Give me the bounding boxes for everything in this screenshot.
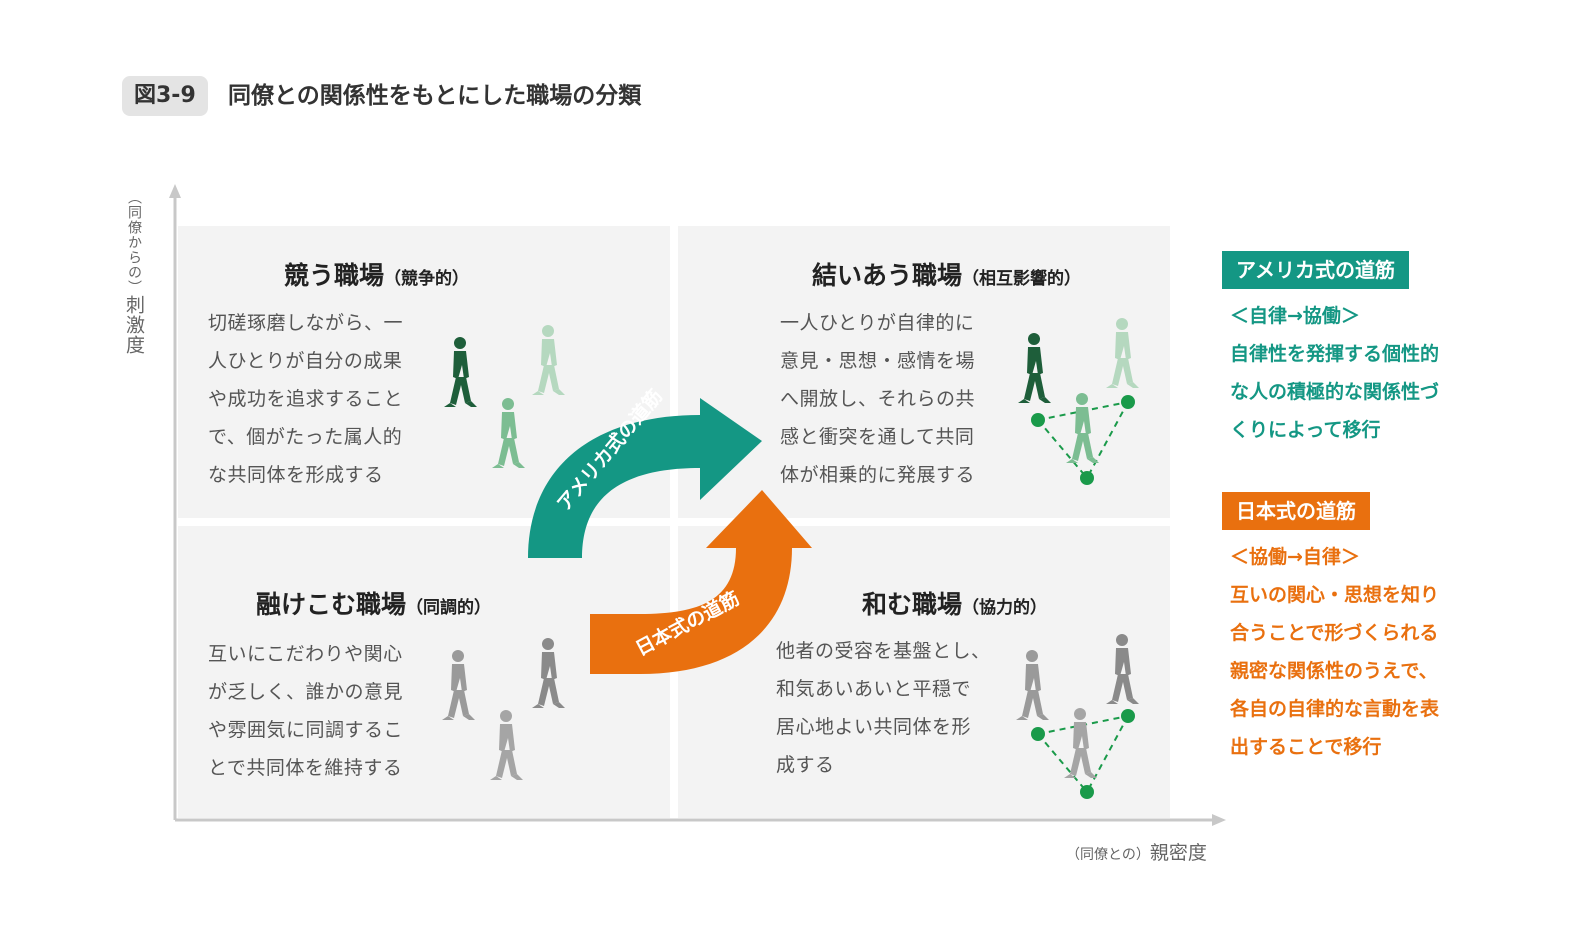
y-axis-arrowhead <box>169 184 181 198</box>
network-node <box>1031 413 1045 427</box>
x-axis-label-main: 親密度 <box>1149 842 1207 864</box>
quadrant-title-conformist: 融けこむ職場（同調的） <box>256 585 491 621</box>
american-path-arrow <box>528 398 762 558</box>
figure-label: 図3-9 <box>122 76 208 116</box>
network-node <box>1031 727 1045 741</box>
walker-figure-icon <box>442 650 475 720</box>
walker-figure-icon <box>1066 393 1099 463</box>
japanese-path-arrow <box>590 490 812 674</box>
quadrant-description-competitive: 切磋琢磨しながら、一 人ひとりが自分の成果 や成功を追求すること で、個がたった… <box>208 312 404 486</box>
legend-japanese-tag: 日本式の道筋 <box>1222 492 1370 530</box>
walker-figure-icon <box>1018 333 1051 403</box>
quadrant-description-cooperative: 他者の受容を基盤とし、 和気あいあいと平穏で 居心地よい共同体を形 成する <box>776 640 991 776</box>
x-axis-label-paren: （同僚との） <box>1066 847 1150 863</box>
legend-american-tag: アメリカ式の道筋 <box>1222 251 1409 289</box>
walker-figure-icon <box>532 638 565 708</box>
y-axis-label-main: 刺激度 <box>123 295 145 355</box>
legend-japanese-description: ＜協働→自律＞ 互いの関心・思想を知り 合うことで形づくられる 親密な関係性のう… <box>1230 546 1440 758</box>
network-node <box>1121 395 1135 409</box>
quadrant-subtitle: （相互影響的） <box>962 269 1082 289</box>
figure-title: 同僚との関係性をもとにした職場の分類 <box>228 83 642 109</box>
quadrant-mutual-influence <box>678 226 1170 518</box>
quadrant-title-text: 競う職場 <box>284 261 385 290</box>
quadrant-conformist <box>178 526 670 818</box>
walker-figure-icon <box>1016 650 1049 720</box>
walker-figure-icon <box>1106 318 1139 388</box>
network-node <box>1080 785 1094 799</box>
walker-figure-icon <box>444 337 477 407</box>
walker-figure-icon <box>492 398 525 468</box>
quadrant-title-text: 融けこむ職場 <box>256 590 407 619</box>
x-axis-label: （同僚との）親密度 <box>1066 838 1207 865</box>
y-axis-label-paren: （同僚からの） <box>126 190 142 295</box>
network-node <box>1121 709 1135 723</box>
legend-american-description: ＜自律→協働＞ 自律性を発揮する個性的 な人の積極的な関係性づ くりによって移行 <box>1230 305 1440 441</box>
quadrant-description-mutual-influence: 一人ひとりが自律的に 意見・思想・感情を場 へ開放し、それらの共 感と衝突を通し… <box>780 312 976 486</box>
x-axis-arrowhead <box>1212 814 1226 826</box>
quadrant-subtitle: （競争的） <box>384 269 470 289</box>
quadrant-title-competitive: 競う職場（競争的） <box>284 256 469 292</box>
walker-figure-icon <box>490 710 523 780</box>
quadrant-description-conformist: 互いにこだわりや関心 が乏しく、誰かの意見 や雰囲気に同調するこ とで共同体を維… <box>208 643 404 779</box>
walker-figure-icon <box>532 325 565 395</box>
quadrant-title-cooperative: 和む職場（協力的） <box>862 585 1047 621</box>
walker-figure-icon <box>1064 708 1097 778</box>
walker-figure-icon <box>1106 634 1139 704</box>
y-axis-label: （同僚からの）刺激度 <box>123 190 148 355</box>
network-node <box>1080 471 1094 485</box>
quadrant-title-text: 和む職場 <box>862 590 963 619</box>
quadrant-subtitle: （協力的） <box>962 598 1048 618</box>
quadrant-title-mutual-influence: 結いあう職場（相互影響的） <box>812 256 1081 292</box>
quadrant-subtitle: （同調的） <box>406 598 492 618</box>
quadrant-title-text: 結いあう職場 <box>812 261 963 290</box>
